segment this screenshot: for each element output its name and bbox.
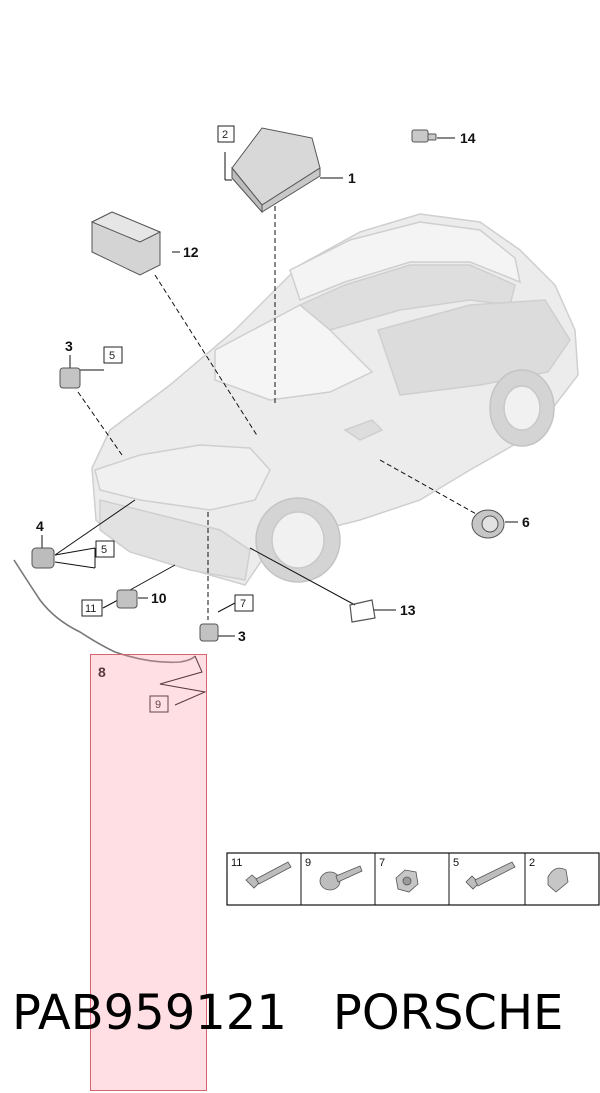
nut-icon [395, 869, 419, 893]
callout-13: 13 [400, 602, 416, 618]
callout-3-upper: 3 [65, 338, 73, 354]
callout-12: 12 [183, 244, 199, 260]
part-10-sensor [116, 589, 138, 609]
part-number-text: PAB959121 [12, 985, 287, 1041]
boxed-callout-11: 11 [81, 599, 103, 617]
cap-nut-icon [547, 867, 569, 893]
svg-text:5: 5 [101, 544, 107, 556]
highlight-overlay [90, 654, 207, 1091]
hardware-legend: 11 9 7 5 2 [226, 852, 600, 906]
part-4-sensor [31, 547, 55, 569]
callout-1: 1 [348, 170, 356, 186]
part-3-sensor-upper [59, 367, 81, 389]
callout-14: 14 [460, 130, 476, 146]
legend-label-2: 7 [379, 857, 385, 869]
legend-label-0: 11 [231, 857, 242, 869]
bolt-icon [465, 861, 516, 890]
screw-icon [319, 865, 363, 891]
boxed-callout-5-upper: 5 [103, 346, 123, 364]
svg-text:9: 9 [155, 699, 161, 711]
part-3-sensor-lower [199, 623, 219, 642]
boxed-callout-7: 7 [234, 594, 254, 612]
brand-text: PORSCHE [332, 985, 564, 1041]
legend-label-4: 2 [529, 857, 535, 869]
callout-10: 10 [151, 590, 167, 606]
car-illustration [91, 213, 579, 586]
callout-4: 4 [36, 518, 44, 534]
svg-text:7: 7 [240, 598, 246, 610]
part-1-control-unit [231, 127, 321, 214]
svg-text:11: 11 [85, 603, 96, 615]
part-6-speaker [471, 509, 505, 539]
legend-label-1: 9 [305, 857, 311, 869]
bolt-icon [245, 861, 292, 889]
leader-lines [13, 137, 518, 706]
legend-label-3: 5 [453, 857, 459, 869]
part-12-module [90, 211, 162, 276]
part-13-bracket [349, 599, 376, 623]
boxed-callout-9: 9 [149, 695, 169, 713]
part-14-clip [411, 129, 437, 143]
callout-6: 6 [522, 514, 530, 530]
boxed-callout-2: 2 [217, 125, 235, 143]
boxed-callout-5-lower: 5 [95, 540, 115, 558]
svg-text:2: 2 [222, 129, 228, 141]
callout-3-lower: 3 [238, 628, 246, 644]
svg-text:5: 5 [109, 350, 115, 362]
callout-8: 8 [98, 664, 106, 680]
caption: PAB959121 PORSCHE [12, 983, 597, 1043]
